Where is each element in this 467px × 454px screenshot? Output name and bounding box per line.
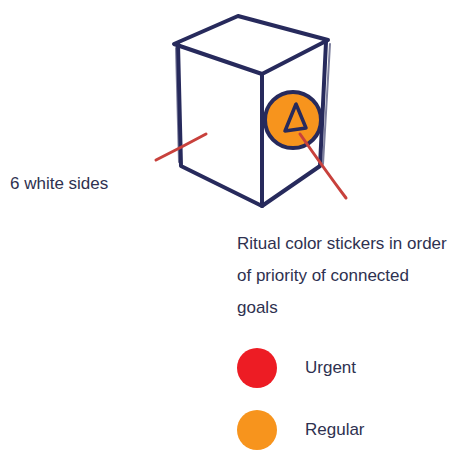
- cube-right: [262, 42, 326, 206]
- legend-label: Urgent: [305, 352, 356, 384]
- cube-top: [174, 16, 328, 74]
- legend-swatch: [237, 348, 277, 388]
- leader-line: [300, 134, 346, 198]
- callout-label: 6 white sides: [10, 168, 170, 200]
- sticker-symbol: [285, 104, 306, 131]
- callout-note: Ritual color stickers in order of priori…: [237, 228, 452, 324]
- legend-label: Regular: [305, 414, 365, 446]
- legend-swatch: [237, 410, 277, 450]
- leader-line: [156, 134, 206, 160]
- cube-left: [178, 44, 262, 206]
- sticker: [265, 92, 321, 148]
